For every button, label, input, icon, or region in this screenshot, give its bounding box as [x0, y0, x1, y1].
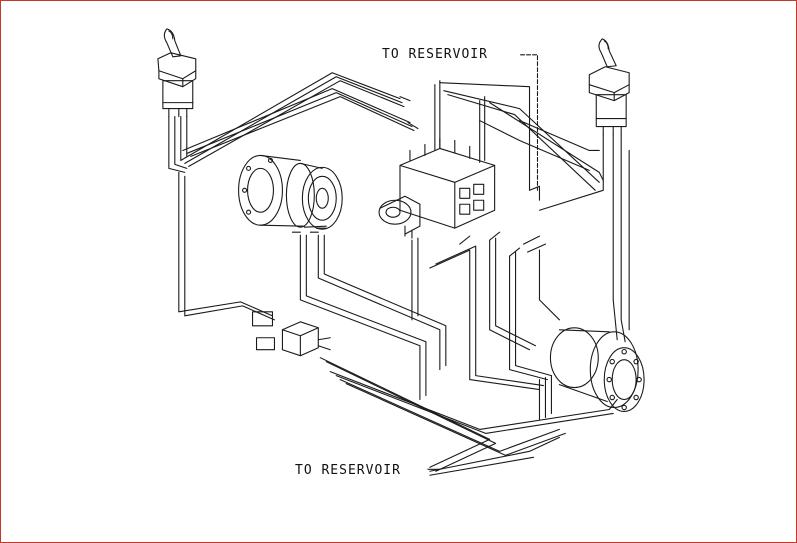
left-wheel-motor [238, 154, 343, 230]
left-joystick [157, 28, 197, 118]
reservoir-top-label: TO RESERVOIR [381, 47, 489, 62]
right-wheel-motor [549, 327, 645, 413]
right-joystick [588, 38, 630, 136]
flow-manifold [251, 311, 331, 357]
control-valve [378, 137, 496, 239]
reservoir-top-leader [520, 54, 539, 191]
reservoir-bottom-label: TO RESERVOIR [294, 463, 402, 478]
hose-lines [168, 72, 630, 476]
